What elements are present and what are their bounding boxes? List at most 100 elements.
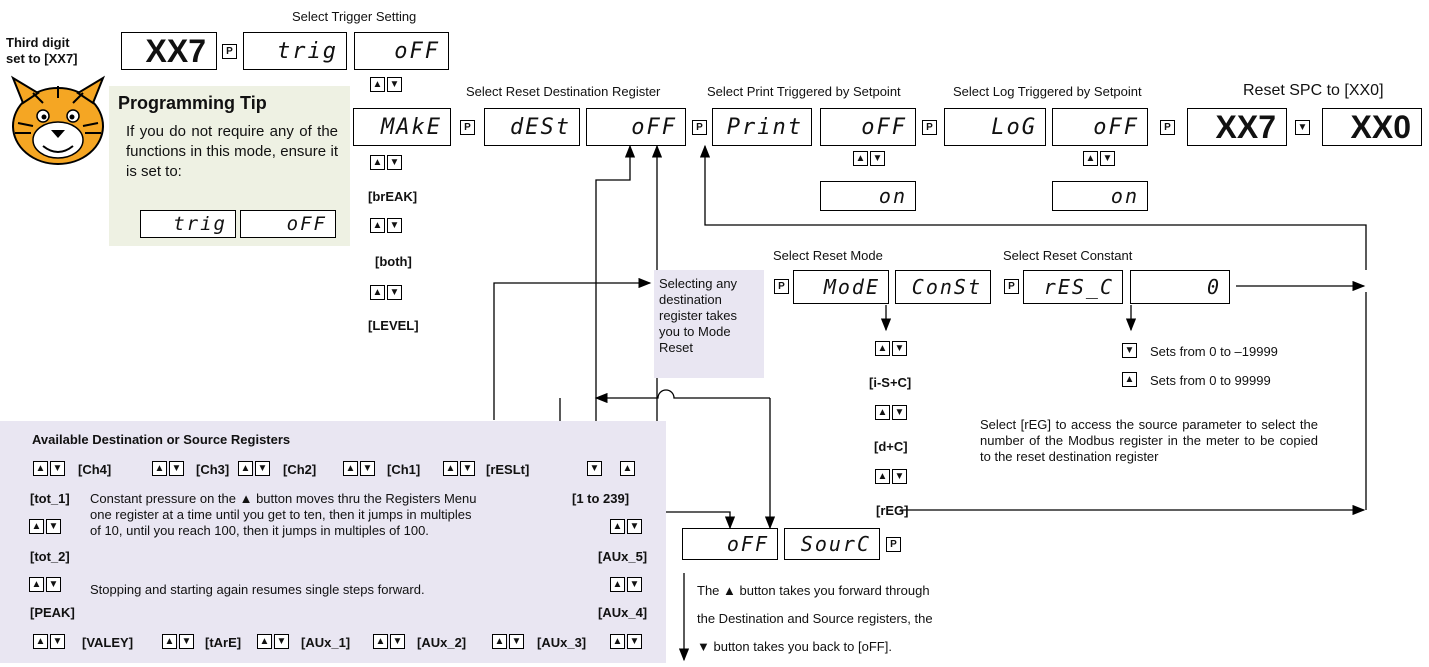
p-key-icon[interactable]: P xyxy=(692,120,707,135)
up-arrow-icon[interactable]: ▲ xyxy=(373,634,388,649)
down-key-icon[interactable]: ▼ xyxy=(587,461,602,476)
select-print-label: Select Print Triggered by Setpoint xyxy=(707,84,901,99)
down-arrow-icon[interactable]: ▼ xyxy=(169,461,184,476)
up-arrow-icon[interactable]: ▲ xyxy=(370,218,385,233)
up-down-keys[interactable]: ▲▼ xyxy=(29,519,61,534)
p-key-icon[interactable]: P xyxy=(460,120,475,135)
down-arrow-icon[interactable]: ▼ xyxy=(274,634,289,649)
up-arrow-icon[interactable]: ▲ xyxy=(875,469,890,484)
down-arrow-icon[interactable]: ▼ xyxy=(460,461,475,476)
up-arrow-icon[interactable]: ▲ xyxy=(370,155,385,170)
up-down-keys[interactable]: ▲▼ xyxy=(373,634,405,649)
up-arrow-icon[interactable]: ▲ xyxy=(875,341,890,356)
p-key-icon[interactable]: P xyxy=(774,279,789,294)
p-key-icon[interactable]: P xyxy=(1004,279,1019,294)
up-down-keys[interactable]: ▲▼ xyxy=(370,285,402,300)
display-trig: trig xyxy=(243,32,347,70)
up-down-keys[interactable]: ▲▼ xyxy=(152,461,184,476)
reg-peak: [PEAK] xyxy=(30,605,75,620)
up-down-keys[interactable]: ▲▼ xyxy=(238,461,270,476)
down-arrow-icon[interactable]: ▼ xyxy=(179,634,194,649)
up-down-keys[interactable]: ▲▼ xyxy=(343,461,375,476)
up-down-keys[interactable]: ▲▼ xyxy=(33,461,65,476)
p-key-icon[interactable]: P xyxy=(886,537,901,552)
down-key-icon[interactable]: ▼ xyxy=(1295,120,1310,135)
up-down-keys[interactable]: ▲▼ xyxy=(875,405,907,420)
down-arrow-icon[interactable]: ▼ xyxy=(892,405,907,420)
down-key-icon[interactable]: ▼ xyxy=(1122,343,1137,358)
up-arrow-icon[interactable]: ▲ xyxy=(853,151,868,166)
up-down-keys[interactable]: ▲▼ xyxy=(853,151,885,166)
display-off-top: oFF xyxy=(354,32,449,70)
up-arrow-icon[interactable]: ▲ xyxy=(443,461,458,476)
up-down-keys[interactable]: ▲▼ xyxy=(875,341,907,356)
up-key-icon[interactable]: ▲ xyxy=(620,461,635,476)
option-dc: [d+C] xyxy=(874,439,908,454)
down-arrow-icon[interactable]: ▼ xyxy=(387,218,402,233)
down-arrow-icon[interactable]: ▼ xyxy=(627,519,642,534)
p-key-icon[interactable]: P xyxy=(1160,120,1175,135)
up-down-keys[interactable]: ▲▼ xyxy=(610,577,642,592)
up-arrow-icon[interactable]: ▲ xyxy=(33,461,48,476)
up-arrow-icon[interactable]: ▲ xyxy=(610,577,625,592)
reg-aux4: [AUx_4] xyxy=(598,605,648,620)
down-arrow-icon[interactable]: ▼ xyxy=(50,634,65,649)
reg-1-239: [1 to 239] xyxy=(572,491,630,506)
down-arrow-icon[interactable]: ▼ xyxy=(627,577,642,592)
up-arrow-icon[interactable]: ▲ xyxy=(33,634,48,649)
down-arrow-icon[interactable]: ▼ xyxy=(892,341,907,356)
reg-result: [rESLt] xyxy=(486,462,530,477)
down-arrow-icon[interactable]: ▼ xyxy=(892,469,907,484)
up-down-keys[interactable]: ▲▼ xyxy=(875,469,907,484)
down-arrow-icon[interactable]: ▼ xyxy=(387,155,402,170)
down-arrow-icon[interactable]: ▼ xyxy=(870,151,885,166)
up-down-keys[interactable]: ▲▼ xyxy=(370,155,402,170)
up-arrow-icon[interactable]: ▲ xyxy=(610,519,625,534)
down-arrow-icon[interactable]: ▼ xyxy=(509,634,524,649)
up-down-keys[interactable]: ▲▼ xyxy=(492,634,524,649)
up-down-keys[interactable]: ▲▼ xyxy=(610,634,642,649)
up-arrow-icon[interactable]: ▲ xyxy=(162,634,177,649)
up-arrow-icon[interactable]: ▲ xyxy=(492,634,507,649)
p-key-icon[interactable]: P xyxy=(222,44,237,59)
up-arrow-icon[interactable]: ▲ xyxy=(343,461,358,476)
up-arrow-icon[interactable]: ▲ xyxy=(610,634,625,649)
up-arrow-icon[interactable]: ▲ xyxy=(152,461,167,476)
up-arrow-icon[interactable]: ▲ xyxy=(370,77,385,92)
up-arrow-icon[interactable]: ▲ xyxy=(370,285,385,300)
up-down-keys[interactable]: ▲▼ xyxy=(370,77,402,92)
up-down-keys[interactable]: ▲▼ xyxy=(370,218,402,233)
up-down-keys[interactable]: ▲▼ xyxy=(162,634,194,649)
down-arrow-icon[interactable]: ▼ xyxy=(390,634,405,649)
down-arrow-icon[interactable]: ▼ xyxy=(387,77,402,92)
p-key-icon[interactable]: P xyxy=(922,120,937,135)
up-arrow-icon[interactable]: ▲ xyxy=(257,634,272,649)
up-arrow-icon[interactable]: ▲ xyxy=(29,519,44,534)
up-down-keys[interactable]: ▲▼ xyxy=(1083,151,1115,166)
up-arrow-icon[interactable]: ▲ xyxy=(238,461,253,476)
up-key-icon[interactable]: ▲ xyxy=(1122,372,1137,387)
down-arrow-icon[interactable]: ▼ xyxy=(1100,151,1115,166)
registers-note-1: Constant pressure on the ▲ button moves … xyxy=(90,491,477,538)
down-arrow-icon[interactable]: ▼ xyxy=(387,285,402,300)
up-down-keys[interactable]: ▲▼ xyxy=(257,634,289,649)
callout-text: Selecting any destination register takes… xyxy=(659,276,738,355)
up-down-keys[interactable]: ▲▼ xyxy=(610,519,642,534)
down-arrow-icon[interactable]: ▼ xyxy=(360,461,375,476)
down-arrow-icon[interactable]: ▼ xyxy=(255,461,270,476)
down-arrow-icon[interactable]: ▼ xyxy=(627,634,642,649)
display-res-c: rES_C xyxy=(1023,270,1123,304)
reg-aux1: [AUx_1] xyxy=(301,635,351,650)
bottom-note-line3: ▼ button takes you back to [oFF]. xyxy=(697,639,892,654)
up-arrow-icon[interactable]: ▲ xyxy=(1083,151,1098,166)
down-arrow-icon[interactable]: ▼ xyxy=(50,461,65,476)
option-level: [LEVEL] xyxy=(368,318,419,333)
up-down-keys[interactable]: ▲▼ xyxy=(443,461,475,476)
up-arrow-icon[interactable]: ▲ xyxy=(29,577,44,592)
up-down-keys[interactable]: ▲▼ xyxy=(29,577,61,592)
down-arrow-icon[interactable]: ▼ xyxy=(46,577,61,592)
up-down-keys[interactable]: ▲▼ xyxy=(33,634,65,649)
reg-valey: [VALEY] xyxy=(82,635,134,650)
down-arrow-icon[interactable]: ▼ xyxy=(46,519,61,534)
up-arrow-icon[interactable]: ▲ xyxy=(875,405,890,420)
